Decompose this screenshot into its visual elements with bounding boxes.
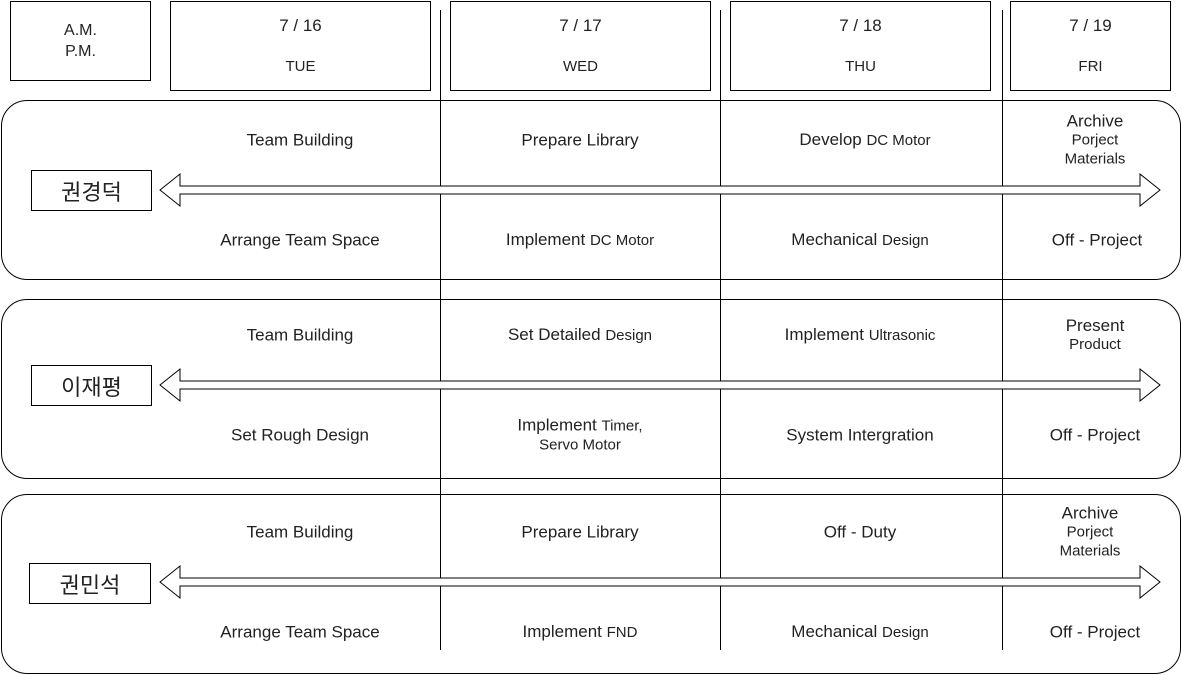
day-name: THU <box>845 58 876 75</box>
am-task: Team Building <box>246 130 354 150</box>
member-name-3: 권민석 <box>29 563 151 604</box>
member-name-2: 이재평 <box>31 365 152 406</box>
pm-task: Off - Project <box>1051 230 1143 250</box>
day-name: FRI <box>1078 58 1103 75</box>
day-name: TUE <box>285 58 316 75</box>
day-date: 7 / 18 <box>839 16 882 35</box>
day-header-thu: 7 / 18 THU <box>730 1 991 91</box>
pm-label: P.M. <box>65 43 96 60</box>
pm-task: Off - Project <box>1049 425 1141 445</box>
member-name-1: 권경덕 <box>31 170 152 211</box>
am-task: Off - Duty <box>823 522 897 542</box>
am-task: Archive Porject Materials <box>1064 111 1126 168</box>
pm-task: Mechanical Design <box>791 622 929 641</box>
am-task: Team Building <box>246 325 354 345</box>
am-label: A.M. <box>64 22 97 39</box>
day-header-tue: 7 / 16 TUE <box>170 1 431 91</box>
am-task: Prepare Library <box>521 130 639 150</box>
divider-tue-wed <box>440 10 441 650</box>
am-task: Archive Porject Materials <box>1059 503 1121 560</box>
am-task: Prepare Library <box>521 522 639 542</box>
am-task: Develop DC Motor <box>799 130 931 149</box>
member-row-3 <box>1 494 1181 674</box>
pm-task: Implement Timer, Servo Motor <box>517 415 643 454</box>
day-date: 7 / 16 <box>279 16 322 35</box>
pm-task: Arrange Team Space <box>220 230 380 250</box>
pm-task: Off - Project <box>1049 622 1141 642</box>
am-task: Team Building <box>246 522 354 542</box>
pm-task: Implement DC Motor <box>505 230 655 249</box>
am-task: Present Product <box>1065 316 1125 353</box>
day-date: 7 / 19 <box>1069 16 1112 35</box>
divider-thu-fri <box>1002 10 1003 650</box>
am-task: Set Detailed Design <box>507 325 653 344</box>
pm-task: Implement FND <box>522 622 638 641</box>
day-date: 7 / 17 <box>559 16 602 35</box>
member-row-1 <box>1 100 1181 280</box>
pm-task: Mechanical Design <box>791 230 929 249</box>
ampm-header: A.M. P.M. <box>10 1 151 81</box>
divider-wed-thu <box>720 10 721 650</box>
day-header-wed: 7 / 17 WED <box>450 1 711 91</box>
day-name: WED <box>563 58 598 75</box>
am-task: Implement Ultrasonic <box>784 325 936 344</box>
pm-task: Arrange Team Space <box>220 622 380 642</box>
member-row-2 <box>1 299 1181 479</box>
pm-task: System Intergration <box>786 425 934 445</box>
pm-task: Set Rough Design <box>231 425 369 445</box>
day-header-fri: 7 / 19 FRI <box>1010 1 1171 91</box>
